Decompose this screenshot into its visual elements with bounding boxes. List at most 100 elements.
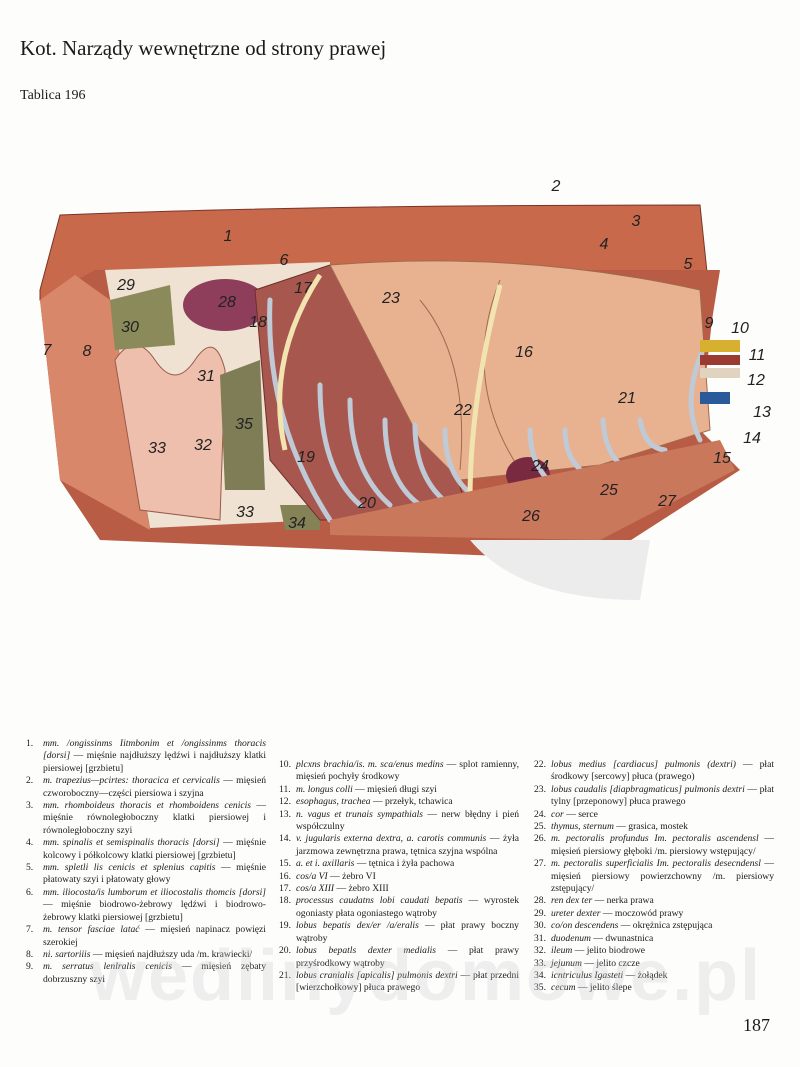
legend-text: lobus bepatls dexter medialis — płat pra… (296, 945, 519, 970)
legend-item: 9.m. serratus lenlralis cenicis — mięsie… (26, 961, 266, 986)
legend-number: 1. (26, 738, 34, 749)
legend-item: 20. lobus bepatls dexter medialis — płat … (279, 945, 519, 970)
legend-text: m. tensor fasciae latać — mięsień napina… (43, 924, 266, 949)
figure-label: 9 (705, 315, 714, 332)
polish-term: — tętnica i żyła pachowa (354, 858, 455, 870)
legend-item: 22. lobus medius [cardiacus] pulmonis (de… (534, 759, 774, 784)
latin-term: ureter dexter (551, 907, 601, 919)
polish-term: — mięsień zębaty dobrzuszny szyi (43, 961, 266, 985)
polish-term: — grasica, mostek (613, 821, 688, 833)
latin-term: cecum (551, 982, 576, 994)
legend-number: 28. (534, 895, 546, 907)
legend-text: processus caudatns lobi caudati bepatis … (296, 895, 519, 920)
legend-text: a. et i. axillaris — tętnica i żyła pach… (296, 858, 519, 870)
legend-column-2: 10.plcxns brachia/is. m. sca/enus medins… (279, 759, 519, 995)
latin-term: processus caudatns lobi caudati bepatis (296, 895, 463, 907)
figure-label: 35 (235, 416, 253, 433)
legend-item: 11.m. longus colli — mięsień długi szyi (279, 784, 519, 796)
latin-term: esophagus, trachea (296, 796, 371, 808)
legend-number: 11. (279, 783, 291, 795)
legend-number: 6. (26, 886, 34, 898)
polish-term: — mięsień najdłuższy uda /m. krawiecki/ (90, 948, 253, 960)
legend-item: 19.lobus bepatis dex/er /a/eralis — płat… (279, 920, 519, 945)
figure-label: 33 (236, 504, 254, 521)
polish-term: — przełyk, tchawica (370, 796, 453, 808)
polish-term: — żołądek (623, 969, 668, 981)
legend-number: 35. (534, 982, 546, 994)
legend-number: 13. (279, 808, 291, 820)
figure-label: 1 (224, 228, 233, 245)
legend-number: 27. (534, 858, 546, 870)
legend-text: thymus, sternum — grasica, mostek (551, 821, 774, 833)
legend-text: ni. sartoriiis — mięsień najdłuższy uda … (43, 949, 266, 961)
polish-term: — mięsień czworoboczny—części piersiowa … (43, 775, 267, 799)
legend-text: ileum — jelito biodrowe (551, 945, 774, 957)
page-title: Kot. Narządy wewnętrzne od strony prawej (20, 36, 387, 60)
legend-number: 20. (279, 945, 291, 957)
polish-term: — żebro VI (327, 870, 376, 882)
latin-term: m. trapezius—pcirtes: thoracica et cervi… (43, 775, 220, 787)
legend-item: 12.esophagus, trachea — przełyk, tchawic… (279, 796, 519, 808)
figure-label: 25 (599, 482, 618, 499)
legend-item: 18.processus caudatns lobi caudati bepat… (279, 895, 519, 920)
legend-item: 30.co/on descendens — okrężnica zstępują… (534, 920, 774, 932)
polish-term: — jelito czcze (581, 957, 640, 969)
figure-label: 11 (749, 347, 766, 364)
legend-item: 33.jejunum — jelito czcze (534, 958, 774, 970)
legend-text: m. trapezius—pcirtes: thoracica et cervi… (43, 775, 266, 800)
legend-item: 21.lobus cranialis [apicalis] pulmonis d… (279, 970, 519, 995)
figure-label: 4 (600, 236, 609, 253)
polish-term: — serce (563, 808, 598, 820)
legend-item: 6. mm. iliocosta/is lumborum et iliocosta… (26, 887, 266, 924)
latin-term: co/on descendens (551, 920, 619, 932)
polish-term: — okrężnica zstępująca (618, 920, 713, 932)
legend-text: m. pectoralis profundus Im. pectoralis a… (551, 833, 774, 858)
figure-label: 3 (632, 213, 641, 230)
figure-label: 19 (297, 449, 315, 466)
legend-text: cos/a VI — żebro VI (296, 871, 519, 883)
legend-item: 24.cor — serce (534, 809, 774, 821)
polish-term: — jelito biodrowe (572, 945, 646, 957)
figure-label: 33 (148, 440, 166, 457)
polish-term: — żyła jarzmowa zewnętrzna prawa, tętnic… (296, 833, 519, 857)
legend-text: lobus medius [cardiacus] pulmonis (dextr… (551, 759, 774, 784)
polish-term: — nerw błędny i pień współczulny (296, 808, 520, 833)
legend-text: lobus bepatis dex/er /a/eralis — płat pr… (296, 920, 519, 945)
figure-label: 16 (515, 344, 533, 361)
legend-item: 32.ileum — jelito biodrowe (534, 945, 774, 957)
legend-number: 22. (534, 759, 546, 770)
legend-text: mm. /ongissinms Iitmbonim et /ongissinms… (43, 738, 266, 775)
legend-text: cos/a XIII — żebro XIII (296, 883, 519, 895)
legend-item: 1. mm. /ongissinms Iitmbonim et /ongissin… (26, 738, 266, 775)
polish-term: — mięsień długi szyi (352, 783, 437, 795)
figure-label: 12 (747, 372, 765, 389)
figure-label: 31 (197, 368, 215, 385)
latin-term: lobus bepatis dex/er /a/eralis (296, 920, 419, 932)
legend-text: ureter dexter — moczowód prawy (551, 908, 774, 920)
polish-term: — jelito ślepe (575, 982, 632, 994)
legend-text: cecum — jelito ślepe (551, 982, 774, 994)
legend-text: jejunum — jelito czcze (551, 958, 774, 970)
legend-number: 5. (26, 862, 34, 874)
legend-text: m. serratus lenlralis cenicis — mięsień … (43, 961, 266, 986)
legend-item: 3.mm. rhomboideus thoracis et rhomboiden… (26, 800, 266, 837)
latin-term: v. jugularis externa dextra, a. carotis … (296, 833, 487, 845)
latin-term: mm. spletli lis cenicis et splenius capi… (43, 862, 216, 874)
legend-number: 10. (279, 759, 291, 770)
latin-term: mm. iliocosta/is lumborum et iliocostali… (43, 886, 266, 898)
latin-term: m. pectoralis profundus Im. pectoralis a… (551, 833, 759, 845)
polish-term: — płat prawy boczny wątroby (296, 920, 519, 944)
watermark: wedlinydomowe.pl (90, 936, 763, 1016)
figure-label: 26 (521, 508, 540, 525)
legend-item: 26.m. pectoralis profundus Im. pectorali… (534, 833, 774, 858)
legend-number: 16. (279, 870, 291, 882)
latin-term: mm. rhomboideus thoracis et rhomboidens … (43, 800, 252, 812)
polish-term: — żebro XIII (334, 883, 389, 895)
legend-item: 5. mm. spletli lis cenicis et splenius ca… (26, 862, 266, 887)
polish-term: — moczowód prawy (600, 907, 684, 919)
legend-item: 16. cos/a VI — żebro VI (279, 871, 519, 883)
legend-text: esophagus, trachea — przełyk, tchawica (296, 796, 519, 808)
figure-label: 18 (249, 314, 267, 331)
figure-label: 14 (743, 430, 761, 447)
